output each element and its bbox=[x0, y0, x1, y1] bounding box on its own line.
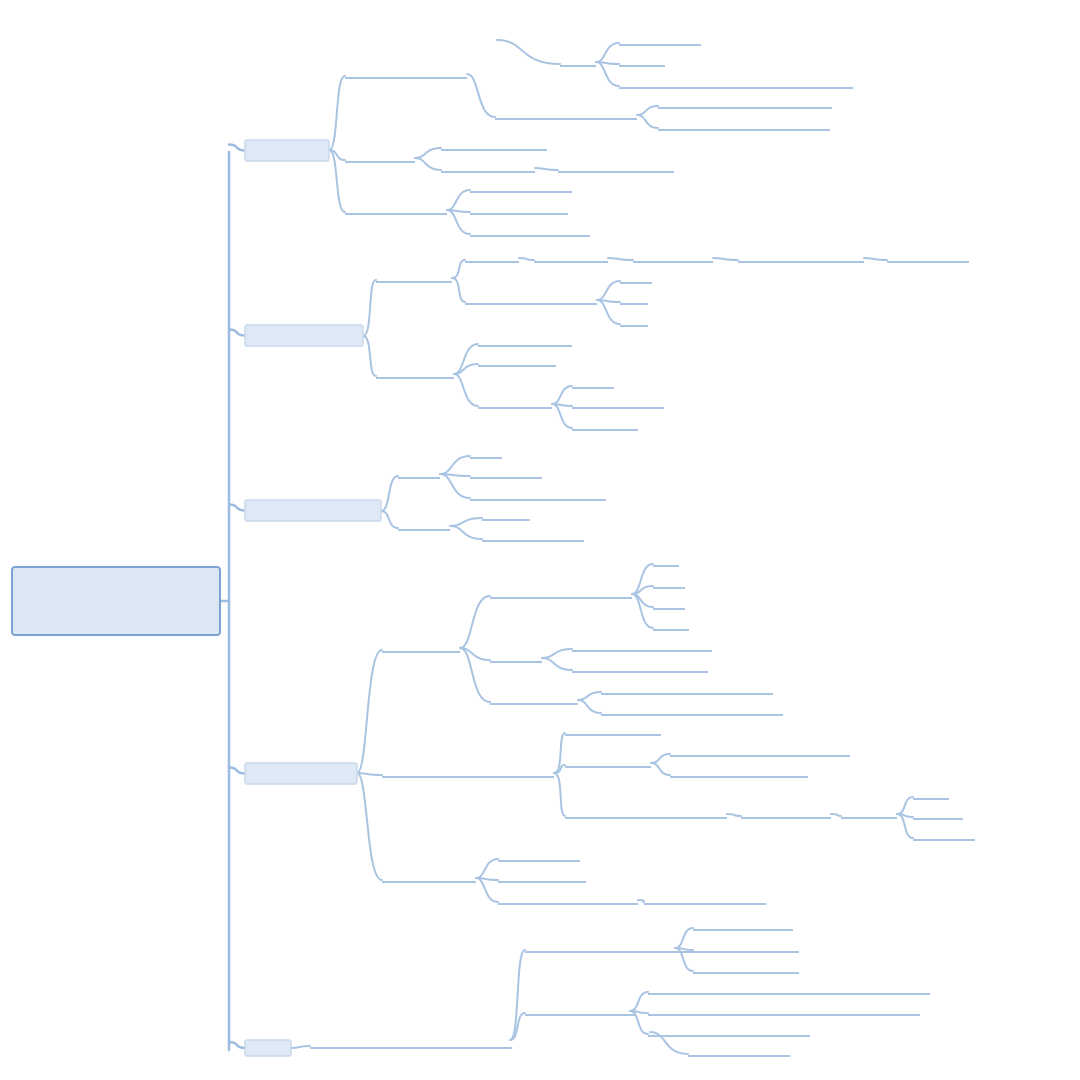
main-branch-box bbox=[244, 324, 364, 347]
connector-line bbox=[553, 772, 566, 817]
connector-line bbox=[637, 899, 645, 903]
connector-line bbox=[650, 753, 671, 764]
connector-line bbox=[636, 105, 659, 116]
connector-line bbox=[290, 1045, 311, 1049]
connector-line bbox=[227, 1040, 247, 1050]
connector-line bbox=[649, 1031, 689, 1055]
connector-line bbox=[227, 328, 247, 337]
connector-line bbox=[541, 648, 573, 659]
connector-line bbox=[509, 949, 526, 1041]
connector-line bbox=[896, 813, 914, 839]
root-node[interactable] bbox=[11, 566, 221, 636]
connector-line bbox=[674, 927, 694, 949]
connector-line bbox=[328, 149, 346, 213]
connector-line bbox=[414, 147, 442, 159]
connector-line bbox=[607, 257, 634, 261]
connector-layer bbox=[218, 39, 975, 1057]
connector-line bbox=[451, 277, 466, 303]
connector-line bbox=[712, 257, 739, 261]
main-branch-4[interactable] bbox=[244, 762, 358, 785]
connector-line bbox=[362, 279, 377, 337]
connector-line bbox=[518, 257, 535, 261]
connector-line bbox=[629, 991, 649, 1012]
connector-line bbox=[830, 813, 842, 817]
connector-line bbox=[534, 167, 559, 171]
connector-line bbox=[577, 691, 602, 701]
connector-line bbox=[459, 595, 491, 649]
connector-line bbox=[356, 649, 383, 774]
connector-line bbox=[595, 61, 620, 87]
connector-line bbox=[227, 503, 247, 512]
node-layer bbox=[11, 139, 382, 1057]
connector-line bbox=[674, 947, 694, 972]
connector-line bbox=[475, 877, 499, 903]
connector-line bbox=[227, 766, 247, 775]
connector-line bbox=[380, 510, 399, 529]
connector-line bbox=[509, 1012, 526, 1041]
connector-line bbox=[596, 280, 621, 301]
connector-line bbox=[631, 593, 654, 629]
main-branch-2[interactable] bbox=[244, 324, 364, 347]
connector-line bbox=[650, 762, 671, 776]
connector-line bbox=[356, 772, 383, 881]
connector-line bbox=[439, 455, 471, 475]
connector-line bbox=[541, 657, 573, 671]
connector-line bbox=[446, 209, 471, 235]
connector-line bbox=[595, 42, 620, 63]
connector-line bbox=[362, 335, 377, 377]
main-branch-1[interactable] bbox=[244, 139, 330, 162]
connector-line bbox=[475, 858, 499, 879]
connector-line bbox=[631, 585, 654, 595]
main-branch-box bbox=[244, 499, 382, 522]
connector-line bbox=[636, 114, 659, 129]
connector-line bbox=[356, 772, 383, 776]
connector-line bbox=[577, 699, 602, 714]
connector-line bbox=[466, 73, 496, 118]
connector-line bbox=[414, 157, 442, 171]
connector-line bbox=[449, 525, 483, 540]
main-branch-box bbox=[244, 139, 330, 162]
main-branch-5[interactable] bbox=[244, 1039, 292, 1057]
connector-line bbox=[453, 363, 479, 375]
connector-line bbox=[453, 373, 479, 407]
connector-line bbox=[453, 343, 479, 375]
connector-line bbox=[449, 517, 483, 527]
connector-line bbox=[439, 473, 471, 499]
connector-line bbox=[596, 299, 621, 325]
connector-line bbox=[380, 475, 399, 512]
connector-line bbox=[451, 259, 466, 279]
connector-line bbox=[553, 732, 566, 774]
connector-line bbox=[496, 39, 561, 65]
root-node-box bbox=[11, 566, 221, 636]
connector-line bbox=[863, 257, 888, 261]
main-branch-box bbox=[244, 1039, 292, 1057]
connector-line bbox=[227, 143, 247, 152]
connector-line bbox=[896, 796, 914, 815]
main-branch-box bbox=[244, 762, 358, 785]
connector-line bbox=[459, 647, 491, 703]
connector-line bbox=[551, 385, 573, 405]
main-branch-3[interactable] bbox=[244, 499, 382, 522]
connector-line bbox=[726, 813, 742, 817]
connector-line bbox=[446, 189, 471, 211]
connector-line bbox=[551, 403, 573, 429]
connector-line bbox=[328, 75, 346, 151]
connector-line bbox=[629, 1010, 649, 1035]
